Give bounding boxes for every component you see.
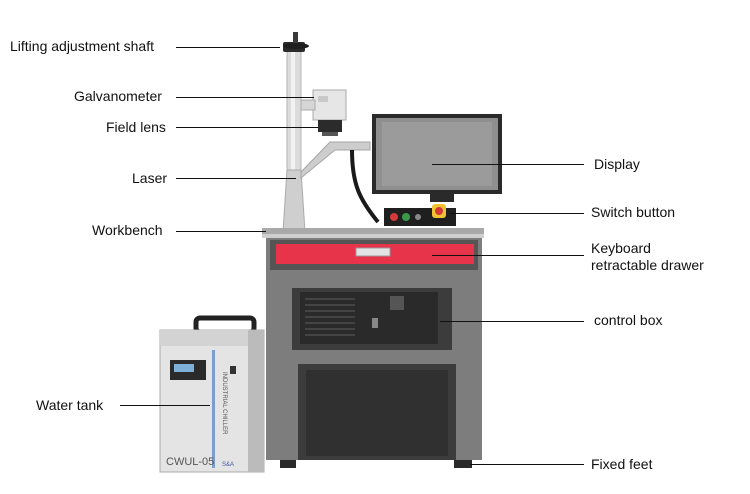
- leader-fixed-feet: [470, 464, 584, 465]
- leader-control-box: [440, 321, 584, 322]
- water-chiller: [160, 318, 264, 472]
- leader-display: [432, 164, 584, 165]
- workbench: [262, 228, 484, 238]
- leader-water-tank: [120, 405, 210, 406]
- label-laser: Laser: [132, 170, 167, 187]
- leader-workbench: [176, 231, 266, 232]
- chiller-brand-text: S&A: [222, 462, 234, 468]
- fixed-feet: [280, 460, 472, 468]
- chiller-vertical-text: INDUSTRIAL CHILLER: [221, 372, 227, 435]
- laser-source: [301, 142, 378, 222]
- cabinet: [266, 238, 482, 460]
- galvanometer: [301, 90, 346, 120]
- label-galvanometer: Galvanometer: [74, 88, 162, 105]
- label-keyboard-drawer-line1: Keyboard: [591, 240, 741, 257]
- leader-lifting-shaft: [176, 47, 280, 48]
- label-switch-button: Switch button: [591, 204, 675, 221]
- label-keyboard-drawer-line2: retractable drawer: [591, 257, 741, 274]
- lifting-shaft-handwheel: [283, 43, 309, 49]
- label-field-lens: Field lens: [106, 119, 166, 136]
- leader-galvanometer: [176, 97, 314, 98]
- display-monitor: [372, 114, 502, 202]
- label-lifting-shaft: Lifting adjustment shaft: [10, 38, 154, 55]
- chiller-model-text: CWUL-05: [166, 456, 214, 468]
- label-control-box: control box: [594, 312, 662, 329]
- label-keyboard-drawer: Keyboard retractable drawer: [591, 240, 741, 274]
- label-fixed-feet: Fixed feet: [591, 456, 652, 473]
- lifting-column: [283, 32, 305, 232]
- leader-field-lens: [176, 127, 318, 128]
- switch-panel: [384, 204, 456, 226]
- label-water-tank: Water tank: [36, 397, 103, 414]
- leader-keyboard-drawer: [432, 255, 584, 256]
- field-lens: [318, 120, 342, 136]
- label-display: Display: [594, 156, 640, 173]
- leader-switch-button: [450, 213, 584, 214]
- label-workbench: Workbench: [92, 222, 163, 239]
- leader-laser: [176, 178, 296, 179]
